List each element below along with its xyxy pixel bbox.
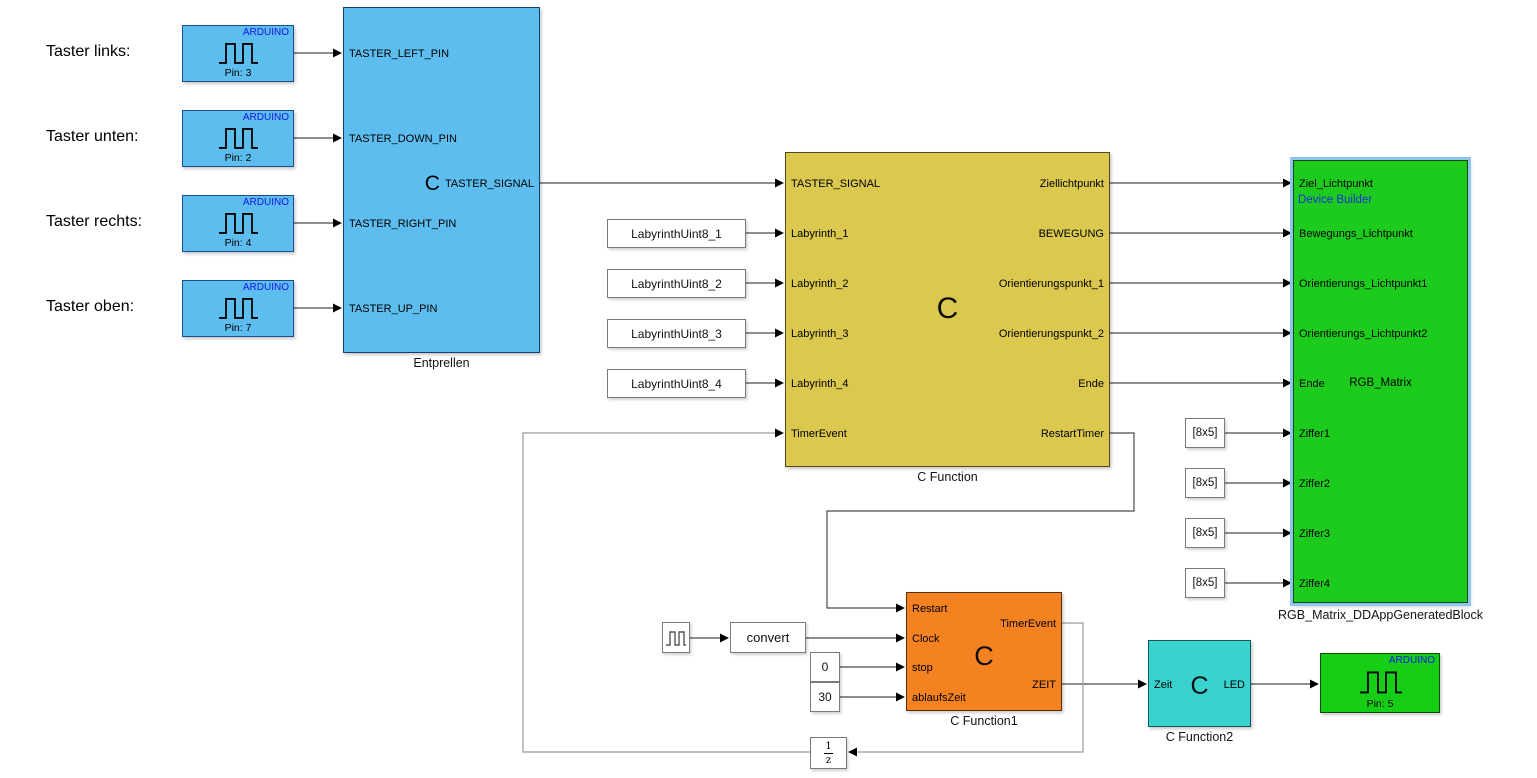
constant-ziffer-1[interactable]: [8x5] — [1185, 418, 1225, 448]
pulse-waveform-icon — [219, 297, 258, 319]
pulse-waveform-icon — [666, 630, 686, 646]
c-function-block[interactable]: TASTER_SIGNAL Labyrinth_1 Labyrinth_2 La… — [785, 152, 1110, 484]
pulse-generator-block[interactable] — [662, 622, 690, 653]
port-zeit-in: Zeit — [1154, 679, 1173, 691]
arduino-output-block-pin5[interactable]: ARDUINO Pin: 5 — [1320, 653, 1440, 713]
constant-ziffer-2[interactable]: [8x5] — [1185, 468, 1225, 498]
c-glyph: C — [974, 641, 994, 671]
block-caption: RGB_Matrix_DDAppGeneratedBlock — [1278, 608, 1483, 622]
constant-labyrinth-3[interactable]: LabyrinthUint8_3 — [607, 319, 746, 348]
arduino-brand-label: ARDUINO — [242, 282, 289, 293]
port-labyrinth-3: Labyrinth_3 — [791, 328, 849, 340]
c-function1-block[interactable]: Restart Clock stop ablaufsZeit TimerEven… — [906, 592, 1062, 728]
port-labyrinth-2: Labyrinth_2 — [791, 278, 849, 290]
unit-delay-numerator: 1 — [825, 740, 832, 752]
arduino-input-block-pin3[interactable]: ARDUINO Pin: 3 — [182, 25, 294, 82]
arduino-brand-label: ARDUINO — [1388, 655, 1435, 666]
port-ziffer3: Ziffer3 — [1299, 528, 1330, 540]
arduino-brand-label: ARDUINO — [242, 27, 289, 38]
constant-ziffer-4[interactable]: [8x5] — [1185, 568, 1225, 598]
port-ziffer1: Ziffer1 — [1299, 428, 1330, 440]
port-labyrinth-4: Labyrinth_4 — [791, 378, 849, 390]
port-ablaufszeit: ablaufsZeit — [912, 692, 966, 704]
port-ziffer2: Ziffer2 — [1299, 478, 1330, 490]
port-orientierungs-lichtpunkt1: Orientierungs_Lichtpunkt1 — [1299, 278, 1428, 290]
constant-zero[interactable]: 0 — [810, 652, 840, 682]
port-taster-signal-out: C TASTER_SIGNAL — [424, 172, 534, 195]
port-zeit-out: ZEIT — [1032, 679, 1056, 691]
device-builder-label: Device Builder — [1298, 194, 1373, 206]
arduino-brand-label: ARDUINO — [242, 197, 289, 208]
port-restarttimer: RestartTimer — [1040, 428, 1104, 440]
port-timerevent-out: TimerEvent — [1000, 618, 1056, 630]
port-orientierungspunkt-2: Orientierungspunkt_2 — [998, 328, 1104, 340]
port-ziffer4: Ziffer4 — [1299, 578, 1330, 590]
pin-label: Pin: 5 — [1366, 698, 1394, 710]
constant-labyrinth-1[interactable]: LabyrinthUint8_1 — [607, 219, 746, 248]
block-caption: C Function2 — [1165, 730, 1234, 744]
constant-ziffer-3[interactable]: [8x5] — [1185, 518, 1225, 548]
arduino-input-block-pin7[interactable]: ARDUINO Pin: 7 — [182, 280, 294, 337]
arduino-input-block-pin4[interactable]: ARDUINO Pin: 4 — [182, 195, 294, 252]
convert-block[interactable]: convert — [730, 622, 806, 653]
port-led-out: LED — [1223, 679, 1245, 691]
pulse-waveform-icon — [219, 127, 258, 149]
wire-delay-to-timerevent[interactable] — [522, 428, 810, 753]
block-caption: C Function1 — [950, 714, 1018, 728]
fraction-bar — [824, 752, 833, 754]
c-glyph: C — [936, 292, 959, 325]
port-ende-in: Ende — [1299, 378, 1325, 390]
pulse-waveform-icon — [219, 212, 258, 234]
annotation-taster-links: Taster links: — [46, 43, 131, 60]
wire-timerevent-to-delay[interactable] — [848, 622, 1084, 757]
annotation-taster-oben: Taster oben: — [46, 298, 135, 315]
c-glyph: C — [424, 172, 440, 195]
port-timerevent: TimerEvent — [791, 428, 847, 440]
rgb-matrix-label: RGB_Matrix — [1349, 377, 1412, 389]
rgb-matrix-block[interactable]: Ziel_Lichtpunkt Device Builder Bewegungs… — [1278, 160, 1483, 622]
port-orientierungs-lichtpunkt2: Orientierungs_Lichtpunkt2 — [1299, 328, 1428, 340]
arduino-brand-label: ARDUINO — [242, 112, 289, 123]
annotation-taster-unten: Taster unten: — [46, 128, 139, 145]
pulse-waveform-icon — [1360, 671, 1402, 694]
port-taster-signal: TASTER_SIGNAL — [791, 178, 881, 190]
port-labyrinth-1: Labyrinth_1 — [791, 228, 849, 240]
block-caption: C Function — [917, 470, 978, 484]
port-taster-right-pin: TASTER_RIGHT_PIN — [349, 218, 457, 230]
port-taster-up-pin: TASTER_UP_PIN — [349, 303, 438, 315]
wire-restarttimer[interactable] — [826, 432, 1135, 613]
arduino-input-block-pin2[interactable]: ARDUINO Pin: 2 — [182, 110, 294, 167]
unit-delay-block[interactable]: 1 z — [810, 737, 847, 769]
port-restart: Restart — [912, 603, 948, 615]
port-clock: Clock — [912, 633, 940, 645]
block-caption: Entprellen — [413, 356, 470, 370]
annotation-taster-rechts: Taster rechts: — [46, 213, 143, 230]
port-stop: stop — [912, 662, 933, 674]
port-orientierungspunkt-1: Orientierungspunkt_1 — [998, 278, 1104, 290]
port-bewegungs-lichtpunkt: Bewegungs_Lichtpunkt — [1299, 228, 1413, 240]
port-ziellichtpunkt: Ziellichtpunkt — [1039, 178, 1104, 190]
unit-delay-denominator: z — [825, 754, 832, 766]
pin-label: Pin: 4 — [224, 237, 252, 249]
entprellen-block[interactable]: TASTER_LEFT_PIN TASTER_DOWN_PIN TASTER_R… — [343, 7, 540, 370]
constant-labyrinth-4[interactable]: LabyrinthUint8_4 — [607, 369, 746, 398]
constant-thirty[interactable]: 30 — [810, 682, 840, 712]
port-ende-out: Ende — [1078, 378, 1104, 390]
pin-label: Pin: 7 — [224, 322, 252, 334]
port-bewegung: BEWEGUNG — [1038, 228, 1104, 240]
port-ziel-lichtpunkt: Ziel_Lichtpunkt — [1299, 178, 1373, 190]
pulse-waveform-icon — [219, 42, 258, 64]
pin-label: Pin: 3 — [224, 67, 252, 79]
pin-label: Pin: 2 — [224, 152, 252, 164]
c-function2-block[interactable]: Zeit LED C C Function2 — [1148, 640, 1251, 744]
port-taster-left-pin: TASTER_LEFT_PIN — [349, 48, 450, 60]
constant-labyrinth-2[interactable]: LabyrinthUint8_2 — [607, 269, 746, 298]
port-taster-down-pin: TASTER_DOWN_PIN — [349, 133, 457, 145]
c-glyph: C — [1190, 672, 1209, 700]
